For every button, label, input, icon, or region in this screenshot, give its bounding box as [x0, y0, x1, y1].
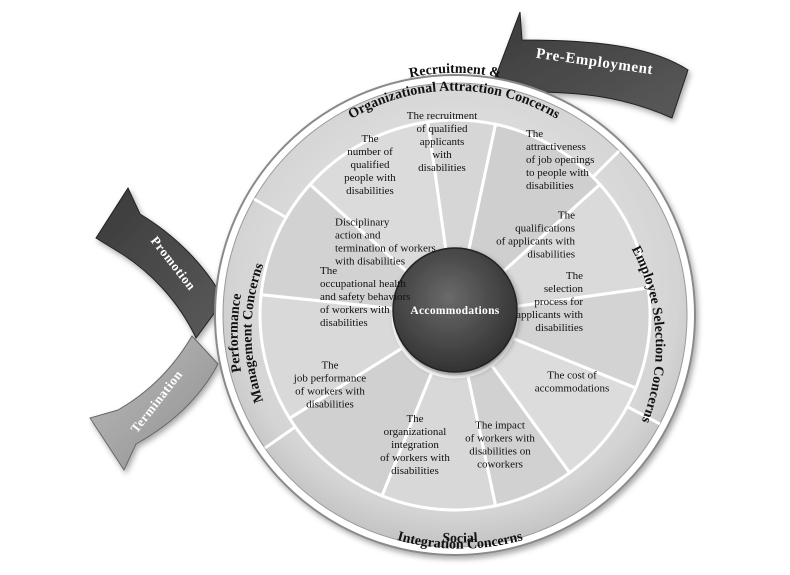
segment-text-line: with — [432, 149, 452, 161]
segment-text-line: accommodations — [535, 383, 610, 395]
ring-label-social-line1: Social — [442, 531, 478, 547]
segment-text-line: people with — [344, 172, 396, 184]
segment-text-line: disabilities — [535, 322, 583, 334]
segment-text-line: and safety behaviors — [320, 291, 410, 303]
segment-text-line: organizational — [384, 426, 447, 438]
segment-text-line: The — [320, 265, 337, 277]
segment-text-line: applicants with — [516, 309, 583, 321]
segment-text-line: integration — [391, 439, 439, 451]
segment-text-line: The impact — [475, 420, 525, 432]
segment-text-line: of applicants with — [496, 236, 575, 248]
segment-text-line: of workers with — [380, 452, 450, 464]
segment-text-line: of qualified — [416, 123, 468, 135]
wheel — [214, 74, 696, 556]
segment-text-line: The — [406, 413, 423, 425]
ring-divider-0 — [591, 149, 621, 179]
segment-text-line: of workers with — [295, 386, 365, 398]
segment-text-line: qualified — [350, 159, 390, 171]
segment-text-line: to people with — [526, 167, 589, 179]
center-circle — [392, 247, 518, 373]
segment-8 — [258, 292, 405, 421]
segment-text-line: process for — [534, 296, 583, 308]
segment-text-line: disabilities — [527, 249, 575, 261]
termination-arrow — [89, 335, 219, 472]
segment-text-line: occupational health — [320, 278, 406, 290]
segment-text-line: The recruitment — [407, 110, 478, 122]
ring-divider-2 — [264, 425, 297, 450]
segment-text-line: disabilities — [391, 465, 439, 477]
segment-text-line: disabilities on — [469, 446, 531, 458]
segment-text-line: The — [558, 210, 575, 222]
segment-text-line: applicants — [420, 136, 465, 148]
segment-text-line: The cost of — [547, 370, 597, 382]
segment-text-line: of workers with — [465, 433, 535, 445]
ring-divider-1 — [626, 405, 661, 426]
promotion-arrow — [95, 186, 225, 339]
segment-text-line: Disciplinary — [335, 217, 390, 229]
segment-text-line: The — [321, 360, 338, 372]
segment-text-line: attractiveness — [526, 141, 586, 153]
segment-text-line: termination of workers — [335, 243, 436, 255]
segment-text-line: of job openings — [526, 154, 594, 166]
ring-divider-3 — [253, 197, 287, 219]
segment-7 — [287, 345, 434, 498]
segment-text-line: disabilities — [320, 317, 368, 329]
segment-text-line: qualifications — [515, 223, 575, 235]
segment-text-line: disabilities — [526, 180, 574, 192]
segment-text-line: job performance — [293, 373, 366, 385]
segment-text-line: of workers with — [320, 304, 390, 316]
segment-text-line: disabilities — [306, 399, 354, 411]
segment-text-line: disabilities — [346, 185, 394, 197]
segment-text-line: number of — [347, 146, 393, 158]
segment-text-line: The — [361, 133, 378, 145]
segment-text-line: selection — [544, 283, 584, 295]
segment-text-line: with disabilities — [335, 256, 405, 268]
segment-text-line: The — [526, 128, 543, 140]
segment-text-line: coworkers — [477, 459, 523, 471]
segment-text-line: action and — [335, 230, 381, 242]
center-label: Accommodations — [410, 305, 499, 317]
segment-text-line: The — [566, 270, 583, 282]
segment-text-line: disabilities — [418, 162, 466, 174]
